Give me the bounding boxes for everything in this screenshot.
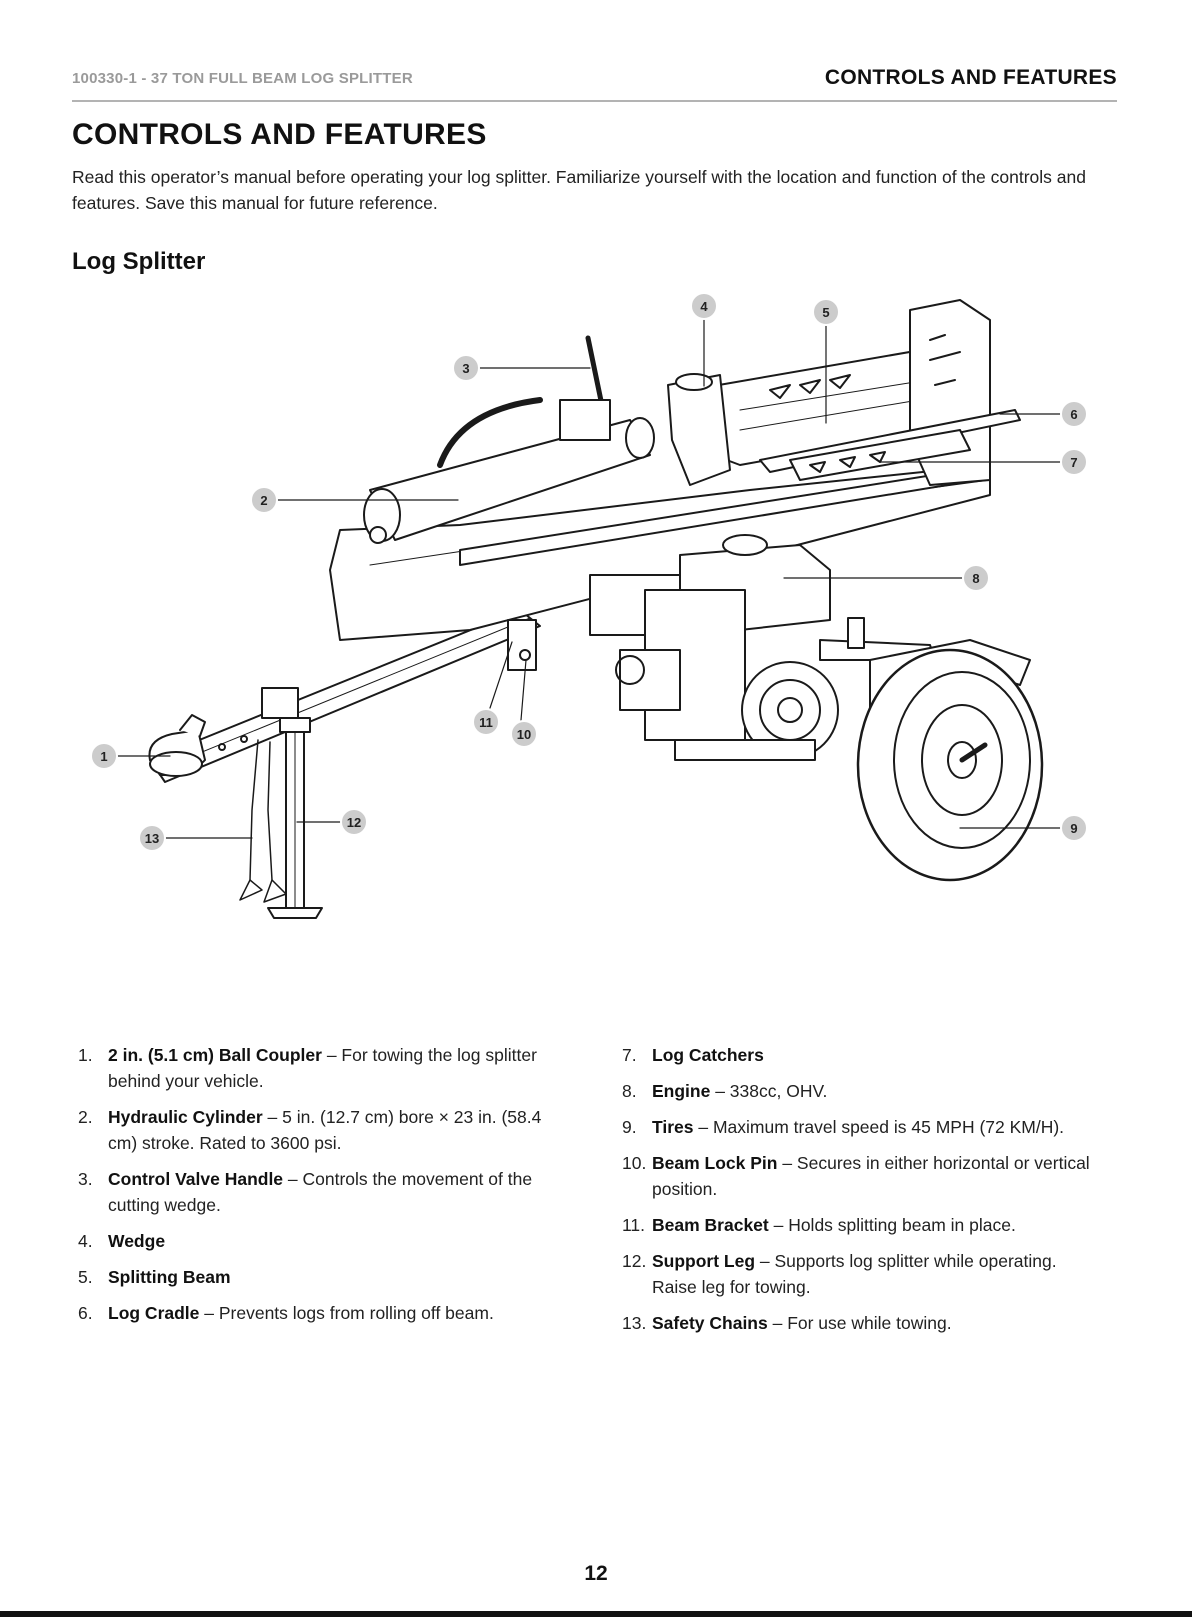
callout-1: 1 [90,742,118,770]
legend-number: 2. [78,1107,93,1127]
beam-bracket [507,619,537,671]
legend-term: Engine [652,1081,711,1101]
legend-description: – Controls the movement of the cutting w… [108,1169,533,1215]
legend-term: Beam Lock Pin [652,1153,778,1173]
legend-description: – 338cc, OHV. [710,1081,828,1101]
callout-3: 3 [452,354,480,382]
legend-item: 1. 2 in. (5.1 cm) Ball Coupler – For towi… [78,1042,548,1094]
legend-description: – Maximum travel speed is 45 MPH (72 KM/… [693,1117,1065,1137]
legend-description: – 5 in. (12.7 cm) bore × 23 in. (58.4 cm… [108,1107,542,1153]
svg-text:10: 10 [517,727,531,742]
legend-item: 12.Support Leg – Supports log splitter w… [622,1248,1102,1300]
hydraulic-cylinder [363,397,655,544]
svg-text:2: 2 [260,493,267,508]
legend-item: 9. Tires – Maximum travel speed is 45 MPH… [622,1114,1102,1140]
legend-number: 4. [78,1231,93,1251]
parts-legend-right: 7. Log Catchers 8. Engine – 338cc, OHV. 9.… [622,1042,1102,1346]
legend-item: 10.Beam Lock Pin – Secures in either hor… [622,1150,1102,1202]
parts-legend-left: 1. 2 in. (5.1 cm) Ball Coupler – For towi… [78,1042,548,1336]
legend-number: 10. [622,1153,647,1173]
legend-term: Hydraulic Cylinder [108,1107,263,1127]
legend-item: 3. Control Valve Handle – Controls the mo… [78,1166,548,1218]
legend-item: 2. Hydraulic Cylinder – 5 in. (12.7 cm) b… [78,1104,548,1156]
svg-text:12: 12 [347,815,361,830]
legend-description: – Holds splitting beam in place. [768,1215,1016,1235]
legend-description: – For use while towing. [767,1313,952,1333]
svg-text:6: 6 [1070,407,1077,422]
log-catchers [789,429,971,481]
legend-item: 8. Engine – 338cc, OHV. [622,1078,1102,1104]
legend-description: – Prevents logs from rolling off beam. [199,1303,494,1323]
safety-chains [239,739,287,903]
legend-term: Tires [652,1117,694,1137]
support-leg [267,717,323,919]
legend-item: 6. Log Cradle – Prevents logs from rollin… [78,1300,548,1326]
intro-paragraph: Read this operator’s manual before opera… [72,167,1086,213]
page-header: 100330-1 - 37 TON FULL BEAM LOG SPLITTER… [72,64,1117,102]
legend-number: 1. [78,1045,93,1065]
legend-term: Support Leg [652,1251,756,1271]
axle-and-wheel [819,617,1044,882]
legend-term: 2 in. (5.1 cm) Ball Coupler [108,1045,322,1065]
legend-description: – Supports log splitter while operating.… [652,1251,1057,1297]
legend-number: 7. [622,1045,637,1065]
svg-text:11: 11 [479,715,493,730]
subsection-title: Log Splitter [72,248,206,275]
legend-number: 13. [622,1313,647,1333]
legend-item: 4. Wedge [78,1228,548,1254]
legend-description: – For towing the log splitter behind you… [108,1045,537,1091]
svg-text:8: 8 [972,571,979,586]
legend-term: Splitting Beam [108,1267,231,1287]
callout-9: 9 [1060,814,1088,842]
legend-number: 11. [622,1215,646,1235]
bottom-rule [0,1611,1192,1617]
svg-text:3: 3 [462,361,469,376]
control-valve-handle [559,335,611,441]
callout-13: 13 [138,824,166,852]
legend-item: 5. Splitting Beam [78,1264,548,1290]
wedge [667,373,731,486]
legend-number: 5. [78,1267,93,1287]
page-number: 12 [584,1562,608,1585]
svg-text:7: 7 [1070,455,1077,470]
callout-8: 8 [962,564,990,592]
legend-number: 3. [78,1169,93,1189]
legend-number: 6. [78,1303,93,1323]
legend-term: Safety Chains [652,1313,768,1333]
callout-leaders [117,317,1061,839]
callout-11: 11 [472,708,500,736]
document-id: 100330-1 - 37 TON FULL BEAM LOG SPLITTER [72,70,413,87]
legend-item: 7. Log Catchers [622,1042,1102,1068]
svg-text:1: 1 [100,749,107,764]
svg-text:9: 9 [1070,821,1077,836]
legend-term: Log Cradle [108,1303,200,1323]
callout-7: 7 [1060,448,1088,476]
engine [589,534,839,761]
callout-4: 4 [690,292,718,320]
callout-2: 2 [250,486,278,514]
legend-term: Control Valve Handle [108,1169,284,1189]
legend-item: 13.Safety Chains – For use while towing. [622,1310,1102,1336]
legend-number: 8. [622,1081,637,1101]
legend-term: Wedge [108,1231,166,1251]
callout-5: 5 [812,298,840,326]
log-splitter-diagram: 1 2 3 4 5 6 7 8 9 10 11 12 13 [0,290,1192,980]
callout-12: 12 [340,808,368,836]
legend-description: – Secures in either horizontal or vertic… [652,1153,1090,1199]
legend-term: Log Catchers [652,1045,764,1065]
legend-item: 11. Beam Bracket – Holds splitting beam i… [622,1212,1102,1238]
legend-term: Beam Bracket [652,1215,769,1235]
svg-text:4: 4 [700,299,708,314]
beam-lock-pin [519,649,531,661]
callout-10: 10 [510,720,538,748]
header-section-label: CONTROLS AND FEATURES [824,66,1117,89]
callout-6: 6 [1060,400,1088,428]
legend-number: 9. [622,1117,637,1137]
page-title: CONTROLS AND FEATURES [72,118,487,151]
svg-text:13: 13 [145,831,159,846]
svg-text:5: 5 [822,305,829,320]
legend-number: 12. [622,1251,647,1271]
ball-coupler [148,714,206,777]
